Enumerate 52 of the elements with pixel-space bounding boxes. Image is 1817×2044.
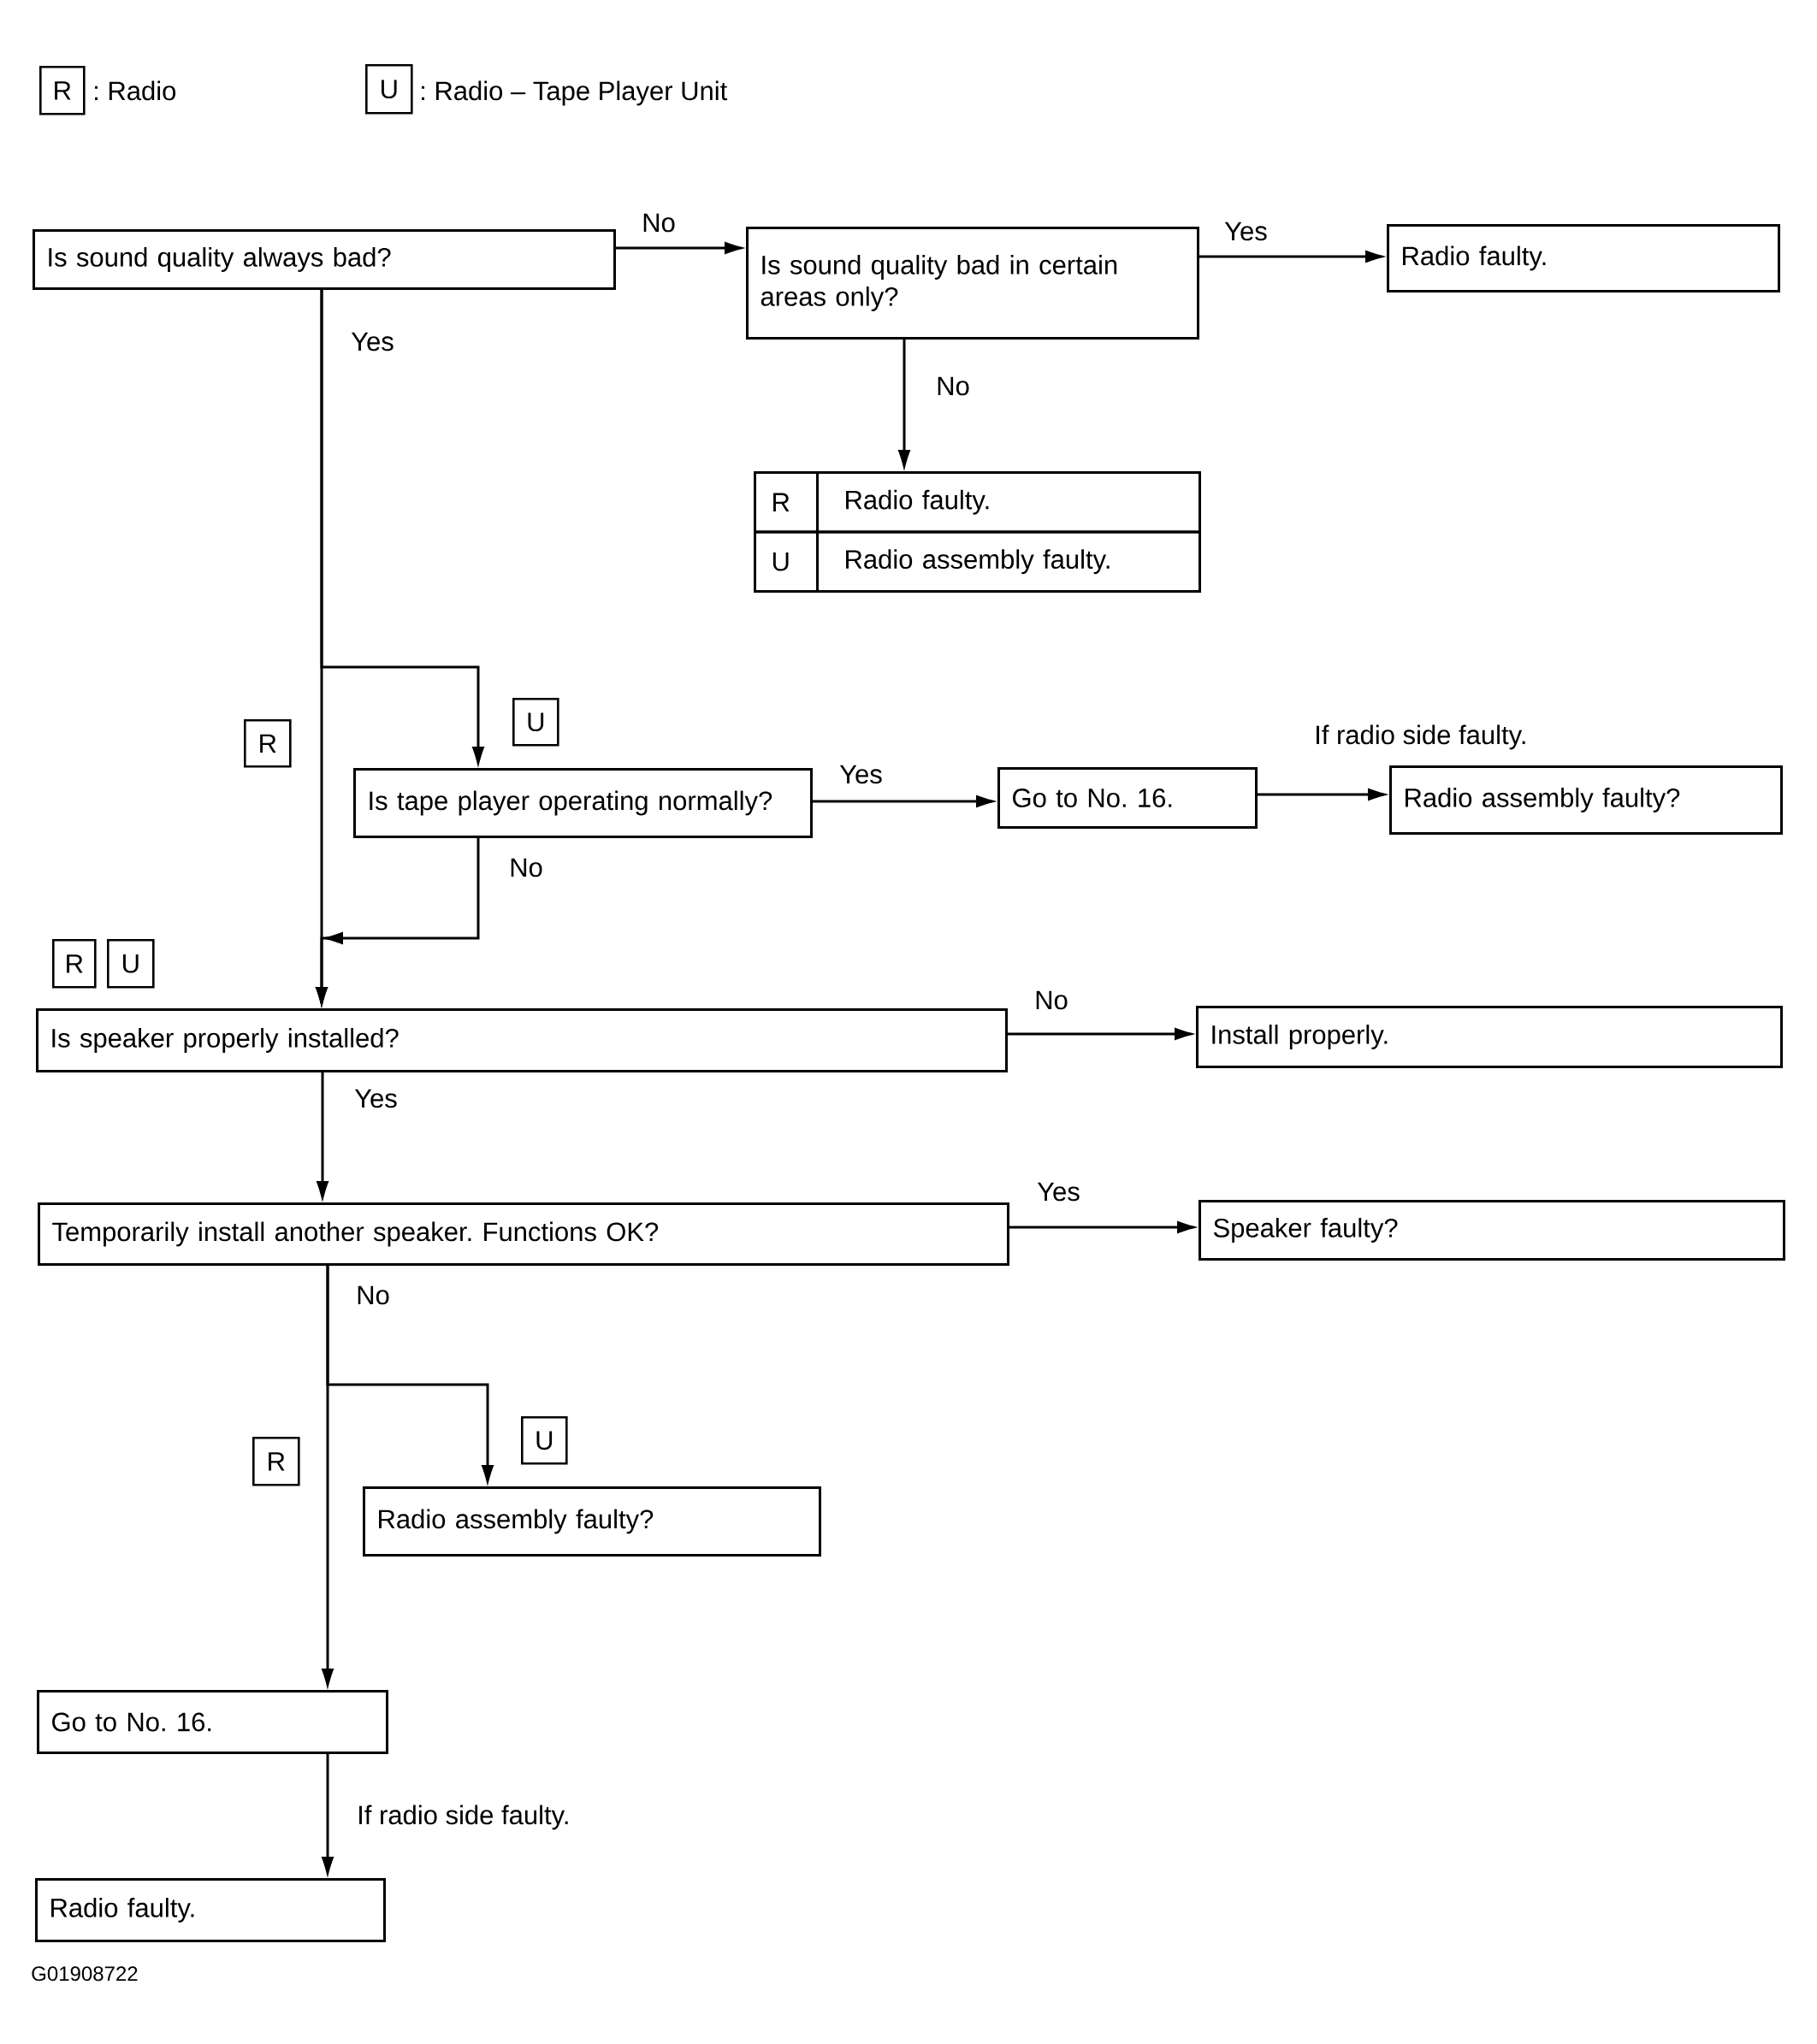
edge-label: Yes xyxy=(353,1088,399,1109)
result-box: Radio faulty. xyxy=(35,1878,386,1942)
edge-label: If radio side faulty. xyxy=(1313,724,1529,751)
arrow xyxy=(321,1754,334,1878)
result-box: Radio assembly faulty? xyxy=(1389,765,1783,835)
result-box: Go to No. 16. xyxy=(37,1690,388,1754)
result-box: Radio faulty. xyxy=(1387,224,1780,292)
arrow xyxy=(813,795,997,808)
letter-tag: R xyxy=(52,939,97,989)
letter-tag: U xyxy=(512,698,559,747)
arrow xyxy=(1258,788,1389,801)
arrow xyxy=(320,290,485,768)
result-box: Install properly. xyxy=(1196,1006,1783,1068)
question-box: Is sound quality bad in certain areas only? xyxy=(746,227,1199,340)
question-box: Is tape player operating normally? xyxy=(353,768,813,838)
arrow xyxy=(316,1072,329,1202)
edge-label: If radio side faulty. xyxy=(356,1804,571,1831)
figure-code: G01908722 xyxy=(32,1966,138,1982)
edge-label: Yes xyxy=(838,764,884,785)
table-cell: Radio faulty. xyxy=(816,471,1201,534)
arrow xyxy=(1199,250,1387,263)
letter-tag: U xyxy=(521,1416,568,1465)
result-box: Go to No. 16. xyxy=(997,767,1258,829)
arrow xyxy=(315,838,480,1008)
question-box: Is speaker properly installed? xyxy=(36,1008,1008,1072)
arrow xyxy=(1008,1027,1196,1041)
table-cell: U xyxy=(754,530,819,593)
table-cell: R xyxy=(754,471,819,534)
edge-label: No xyxy=(935,375,971,397)
letter-tag: U xyxy=(365,64,413,115)
arrow xyxy=(616,241,746,255)
letter-tag: R xyxy=(39,66,86,115)
result-box: Speaker faulty? xyxy=(1199,1200,1785,1261)
arrow xyxy=(1009,1220,1199,1234)
arrow xyxy=(326,1266,494,1486)
table-cell: Radio assembly faulty. xyxy=(816,530,1201,593)
edge-label: No xyxy=(641,212,677,233)
edge-label: Yes xyxy=(350,331,395,352)
edge-label: No xyxy=(355,1285,391,1306)
result-box: Radio assembly faulty? xyxy=(363,1486,821,1557)
arrow xyxy=(897,340,911,471)
question-box: Is sound quality always bad? xyxy=(33,229,616,290)
edge-label: No xyxy=(508,857,544,878)
letter-tag: R xyxy=(244,719,292,768)
edge-label: No xyxy=(1033,990,1069,1011)
tag-caption: : Radio – Tape Player Unit xyxy=(422,80,728,106)
letter-tag: R xyxy=(252,1437,300,1486)
edge-label: Yes xyxy=(1223,221,1269,242)
edge-label: Yes xyxy=(1036,1181,1081,1202)
question-box: Temporarily install another speaker. Functions OK? xyxy=(38,1202,1009,1266)
tag-caption: : Radio xyxy=(95,80,176,101)
letter-tag: U xyxy=(107,939,155,989)
